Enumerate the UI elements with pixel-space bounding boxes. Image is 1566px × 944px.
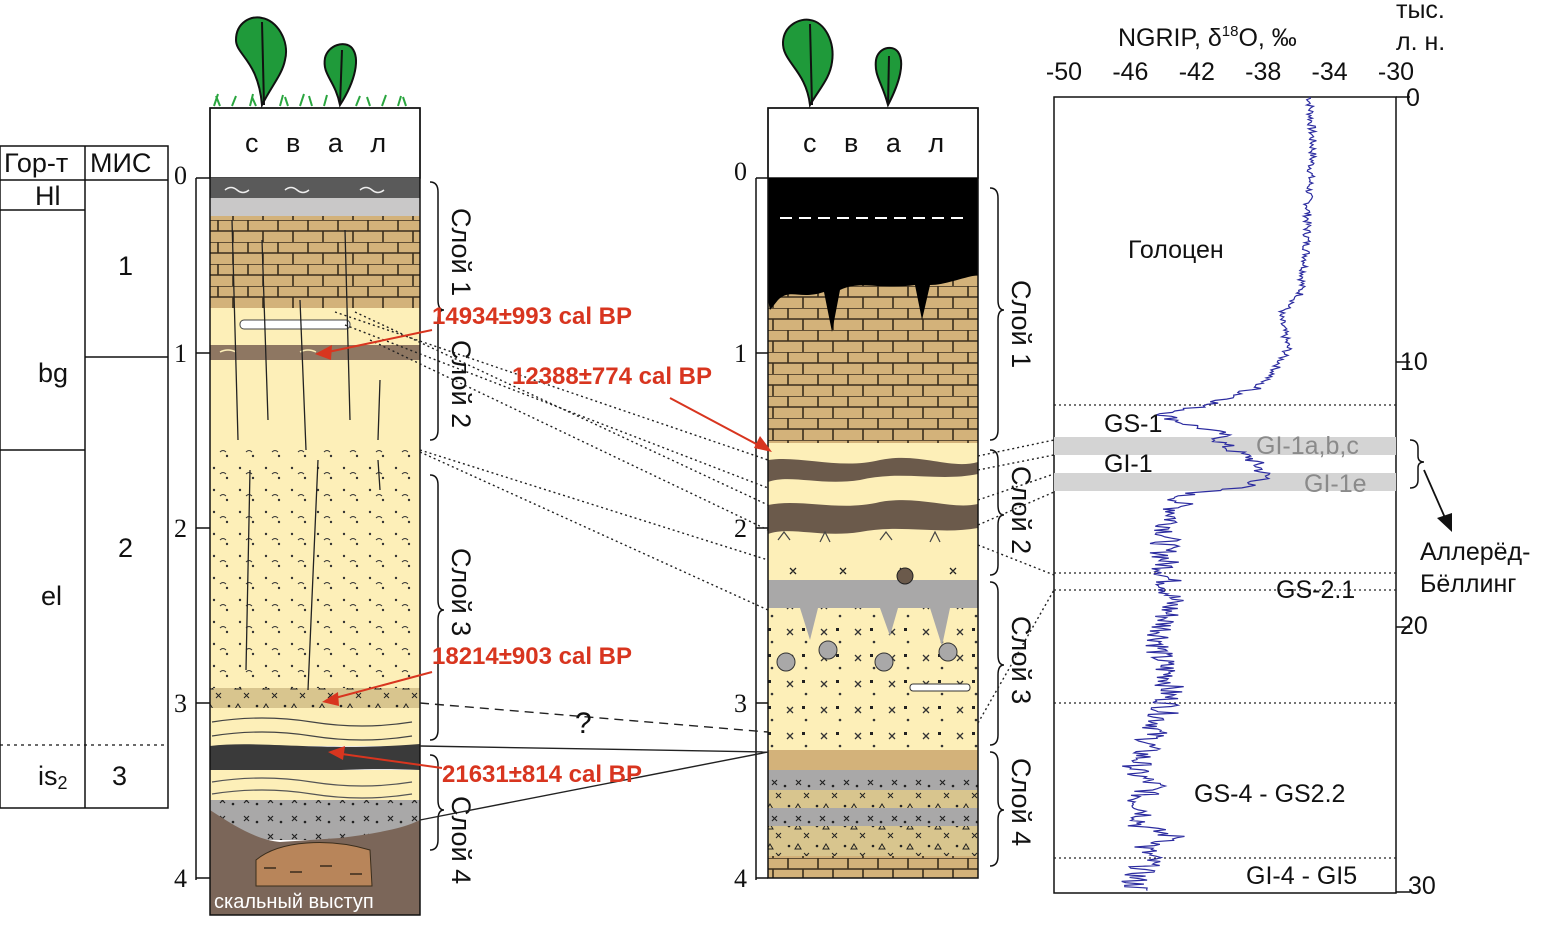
right-layer-3: Слой 3 — [1006, 616, 1036, 704]
ngrip-x-tick: -42 — [1179, 58, 1215, 86]
zone-holocene: Голоцен — [1128, 236, 1224, 264]
legend-table: Гор-т МИС Hl bg el is2 1 2 3 — [0, 145, 169, 809]
age-title-1: тыс. — [1396, 0, 1445, 24]
section-right: с в а л 0 1 2 3 4 — [734, 18, 1036, 893]
correlation-lines: ? — [334, 311, 1055, 821]
date-18214: 18214±903 cal BP — [432, 643, 632, 670]
ngrip-d18o-curve — [1121, 96, 1318, 891]
horizon-is-label: is — [38, 761, 58, 791]
tree-icon — [781, 18, 903, 109]
date-12388: 12388±774 cal BP — [512, 363, 712, 390]
horizon-is2: is2 — [38, 761, 68, 793]
right-layer-1: Слой 1 — [1006, 280, 1036, 368]
age-tick-10: 10 — [1400, 348, 1428, 376]
ngrip-x-tick: -38 — [1245, 58, 1281, 86]
zone-gs1: GS-1 — [1104, 410, 1162, 438]
table-header-horizon: Гор-т — [4, 148, 68, 178]
allerod-label-2: Бёллинг — [1420, 570, 1516, 598]
ngrip-title-sup: 18 — [1222, 23, 1239, 40]
allerod-label-1: Аллерёд- — [1420, 538, 1530, 566]
right-depth-3: 3 — [734, 689, 747, 718]
zone-gi1e: GI-1e — [1304, 470, 1367, 498]
left-depth-0: 0 — [174, 161, 187, 190]
ngrip-x-tick: -34 — [1312, 58, 1348, 86]
mis-3: 3 — [112, 761, 127, 791]
left-layer-1: Слой 1 — [446, 208, 476, 296]
radiocarbon-dates: 14934±993 cal BP 12388±774 cal BP 18214±… — [315, 303, 772, 788]
ngrip-x-tick: -46 — [1112, 58, 1148, 86]
grass-icon — [213, 93, 407, 107]
zone-gi1abc: GI-1a,b,c — [1256, 432, 1359, 460]
zone-gi1: GI-1 — [1104, 450, 1153, 478]
date-21631: 21631±814 cal BP — [442, 761, 642, 788]
zone-gs4-gs22: GS-4 - GS2.2 — [1194, 780, 1345, 808]
horizon-bg: bg — [38, 358, 68, 388]
age-title-2: л. н. — [1396, 28, 1445, 56]
correlation-question: ? — [575, 707, 592, 740]
right-depth-0: 0 — [734, 157, 747, 186]
ngrip-title-main: NGRIP, δ — [1118, 24, 1222, 52]
ngrip-title-end: O, ‰ — [1238, 24, 1296, 52]
horizon-el: el — [41, 581, 62, 611]
age-tick-0: 0 — [1406, 84, 1420, 112]
zone-gi4-gi5: GI-4 - GI5 — [1246, 862, 1357, 890]
table-header-mis: МИС — [90, 148, 151, 178]
mis-2: 2 — [118, 533, 133, 563]
section-left: с в а л скальный выступ 0 1 2 3 — [174, 16, 476, 916]
ngrip-x-tick: -50 — [1046, 58, 1082, 86]
zone-gs21: GS-2.1 — [1276, 576, 1355, 604]
right-layer-2: Слой 2 — [1006, 466, 1036, 554]
ngrip-panel: NGRIP, δ18O, ‰ тыс. л. н. -50 -46 -42 -38 -3… — [1046, 0, 1531, 900]
left-depth-2: 2 — [174, 514, 187, 543]
ngrip-x-tick: -30 — [1378, 58, 1414, 86]
left-cap-label: с в а л — [245, 128, 396, 158]
ngrip-title: NGRIP, δ18O, ‰ — [1118, 23, 1297, 52]
right-depth-1: 1 — [734, 339, 747, 368]
horizon-hl: Hl — [35, 181, 61, 211]
left-depth-4: 4 — [174, 864, 187, 893]
tree-icon — [234, 16, 357, 109]
horizon-is-subscript: 2 — [58, 773, 68, 793]
age-tick-20: 20 — [1400, 612, 1428, 640]
right-cap-label: с в а л — [803, 128, 954, 158]
right-depth-2: 2 — [734, 514, 747, 543]
age-tick-30: 30 — [1408, 872, 1436, 900]
left-depth-1: 1 — [174, 339, 187, 368]
date-14934: 14934±993 cal BP — [432, 303, 632, 330]
left-depth-3: 3 — [174, 689, 187, 718]
left-bedrock-label: скальный выступ — [214, 891, 374, 913]
left-layer-3: Слой 3 — [446, 548, 476, 636]
right-depth-4: 4 — [734, 864, 747, 893]
mis-1: 1 — [118, 251, 133, 281]
right-layer-4: Слой 4 — [1006, 758, 1036, 846]
